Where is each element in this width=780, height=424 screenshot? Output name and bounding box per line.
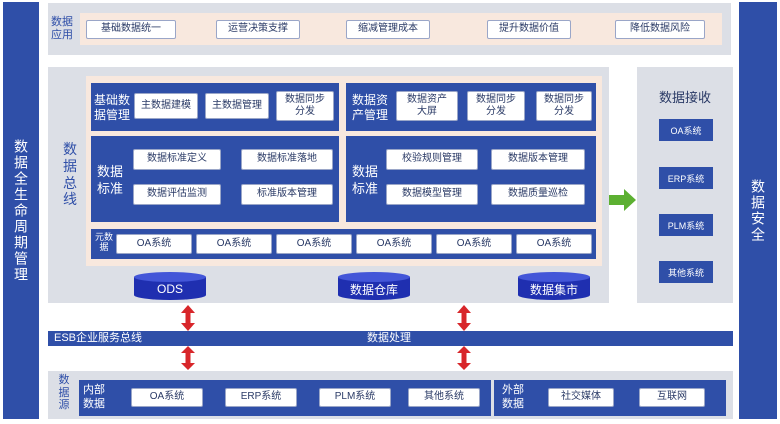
receive-item-1: ERP系统 [659, 167, 713, 189]
internal-item-2: PLM系统 [319, 388, 391, 407]
external-item-0: 社交媒体 [548, 388, 614, 407]
data-source-title: 数据源 [58, 374, 70, 412]
master-data-item-0: 主数据建模 [134, 93, 198, 119]
metadata-item-0: OA系统 [116, 234, 192, 254]
storage-mart-cylinder: 数据集市 [518, 272, 590, 300]
master-data-box: 基础数据管理 主数据建模 主数据管理 数据同步 分发 [91, 83, 339, 131]
red-double-arrow-icon [457, 346, 471, 370]
data-receive-panel: 数据接收 OA系统 ERP系统 PLM系统 其他系统 [637, 67, 733, 303]
asset-management-title: 数据资产管理 [352, 93, 389, 122]
external-data-title: 外部数据 [502, 384, 524, 410]
internal-item-3: 其他系统 [408, 388, 480, 407]
data-bus-title: 数据总线 [63, 141, 77, 208]
internal-item-1: ERP系统 [225, 388, 297, 407]
external-data-box: 外部数据 社交媒体 互联网 [494, 380, 726, 416]
standard-left-item-2: 数据评估监测 [133, 184, 221, 205]
master-data-item-2: 数据同步 分发 [276, 91, 334, 121]
receive-item-3: 其他系统 [659, 261, 713, 283]
standard-right-item-1: 数据版本管理 [491, 149, 585, 170]
metadata-item-4: OA系统 [436, 234, 512, 254]
asset-management-box: 数据资产管理 数据资产 大屏 数据同步 分发 数据同步 分发 [346, 83, 596, 131]
master-data-item-1: 主数据管理 [205, 93, 269, 119]
metadata-title: 元数据 [94, 232, 113, 253]
data-bus-panel: 数据总线 基础数据管理 主数据建模 主数据管理 数据同步 分发 数据资产管理 数… [48, 67, 609, 303]
data-bus-frame: 基础数据管理 主数据建模 主数据管理 数据同步 分发 数据资产管理 数据资产 大… [86, 76, 602, 266]
standard-left-title: 数据标准 [97, 164, 124, 196]
right-sidebar: 数据安全 [739, 2, 777, 419]
receive-item-2: PLM系统 [659, 214, 713, 236]
internal-item-0: OA系统 [131, 388, 203, 407]
storage-warehouse-label: 数据仓库 [349, 282, 398, 297]
data-application-panel: 数据应用 基础数据统一 运营决策支撑 缩减管理成本 提升数据价值 降低数据风险 [48, 3, 731, 55]
metadata-item-1: OA系统 [196, 234, 272, 254]
app-item-1: 运营决策支撑 [216, 20, 300, 39]
internal-data-title: 内部数据 [83, 384, 105, 410]
asset-item-1: 数据同步 分发 [467, 91, 525, 121]
right-sidebar-label: 数据安全 [750, 178, 766, 243]
standard-left-box: 数据标准 数据标准定义 数据标准落地 数据评估监测 标准版本管理 [91, 136, 339, 222]
data-application-strip: 基础数据统一 运营决策支撑 缩减管理成本 提升数据价值 降低数据风险 [80, 13, 722, 45]
internal-data-box: 内部数据 OA系统 ERP系统 PLM系统 其他系统 [79, 380, 491, 416]
standard-right-item-0: 校验规则管理 [386, 149, 478, 170]
red-double-arrow-icon [181, 305, 195, 331]
storage-ods-label: ODS [156, 282, 183, 296]
left-sidebar: 数据全生命周期管理 [3, 2, 39, 419]
esb-label: ESB企业服务总线 [54, 332, 143, 344]
red-double-arrow-icon [457, 305, 471, 331]
green-right-arrow-icon [609, 189, 636, 211]
standard-right-box: 数据标准 校验规则管理 数据版本管理 数据模型管理 数据质量巡检 [346, 136, 596, 222]
metadata-item-2: OA系统 [276, 234, 352, 254]
app-item-0: 基础数据统一 [86, 20, 176, 39]
standard-right-item-2: 数据模型管理 [386, 184, 478, 205]
app-item-2: 缩减管理成本 [346, 20, 430, 39]
red-double-arrow-icon [181, 346, 195, 370]
storage-warehouse-cylinder: 数据仓库 [338, 272, 410, 300]
data-application-title: 数据应用 [51, 16, 73, 41]
app-item-3: 提升数据价值 [487, 20, 571, 39]
asset-item-0: 数据资产 大屏 [396, 91, 458, 121]
standard-right-item-3: 数据质量巡检 [491, 184, 585, 205]
asset-item-2: 数据同步 分发 [536, 91, 592, 121]
left-sidebar-label: 数据全生命周期管理 [13, 138, 29, 283]
metadata-item-3: OA系统 [356, 234, 432, 254]
storage-mart-label: 数据集市 [529, 282, 578, 297]
app-item-4: 降低数据风险 [615, 20, 705, 39]
standard-right-title: 数据标准 [352, 164, 379, 196]
standard-left-item-3: 标准版本管理 [241, 184, 333, 205]
esb-bar: ESB企业服务总线 数据处理 [48, 331, 733, 346]
data-receive-title: 数据接收 [658, 90, 711, 105]
standard-left-item-0: 数据标准定义 [133, 149, 221, 170]
metadata-box: 元数据 OA系统 OA系统 OA系统 OA系统 OA系统 OA系统 [91, 229, 596, 259]
master-data-title: 基础数据管理 [94, 93, 131, 122]
external-item-1: 互联网 [639, 388, 705, 407]
data-processing-label: 数据处理 [367, 332, 411, 344]
standard-left-item-1: 数据标准落地 [241, 149, 333, 170]
data-source-panel: 数据源 内部数据 OA系统 ERP系统 PLM系统 其他系统 外部数据 社交媒体… [48, 371, 733, 419]
receive-item-0: OA系统 [659, 119, 713, 141]
metadata-item-5: OA系统 [516, 234, 592, 254]
storage-ods-cylinder: ODS [134, 272, 206, 300]
